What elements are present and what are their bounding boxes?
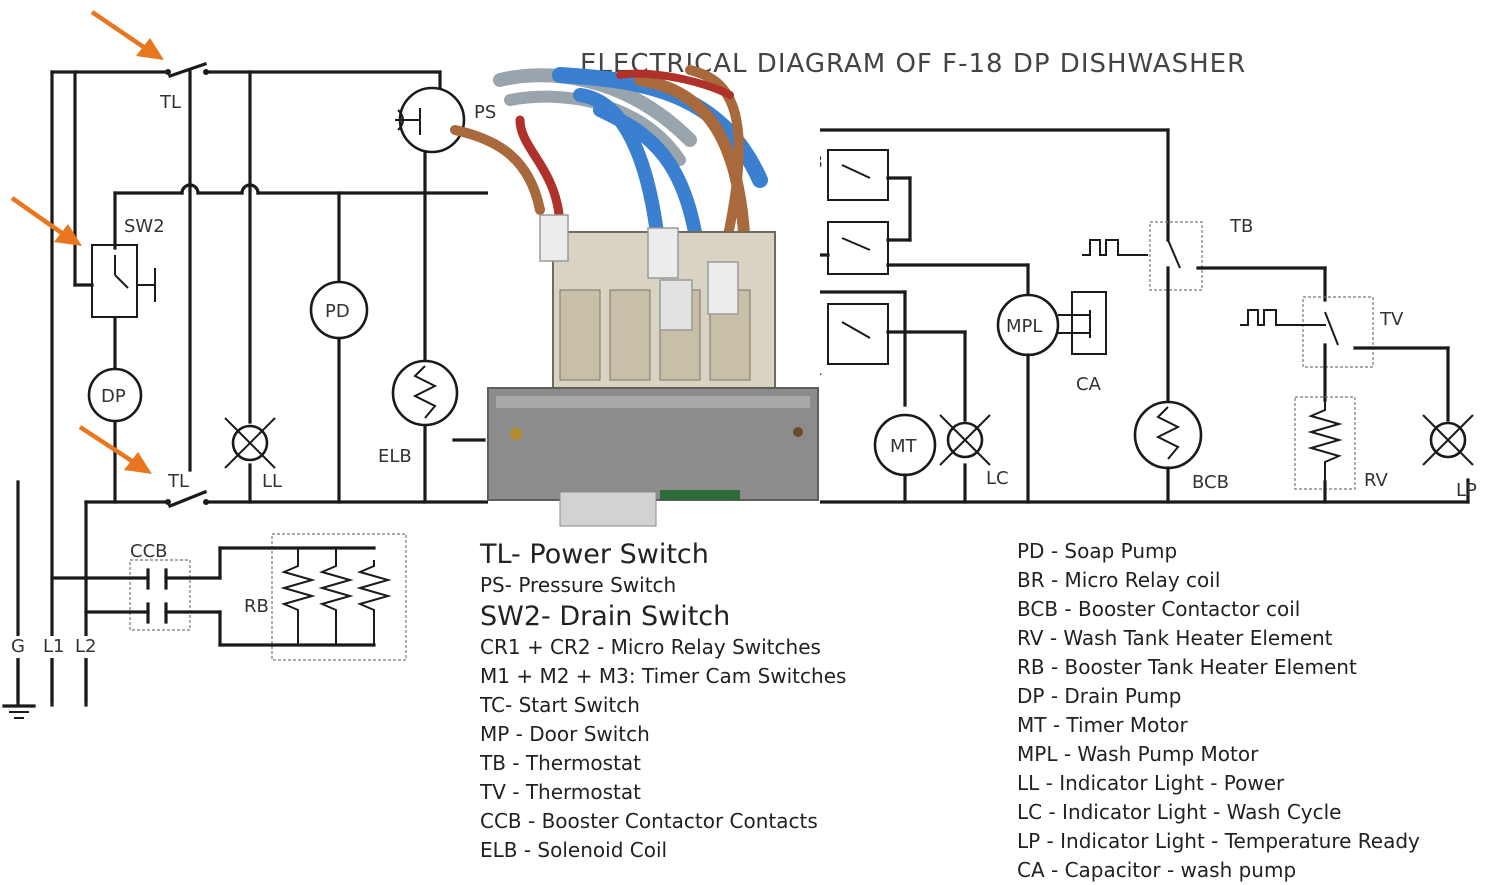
legend-right-item: BR - Micro Relay coil	[1017, 568, 1221, 592]
arrow-sw2	[10, 196, 82, 246]
legend-right-item: BCB - Booster Contactor coil	[1017, 597, 1301, 621]
elb-label: ELB	[378, 446, 412, 467]
tl-top-switch: TL	[159, 61, 209, 113]
ccb-contactor-contacts: CCB	[50, 541, 222, 631]
legend-left-item: ELB - Solenoid Coil	[480, 838, 668, 862]
legend-right-item: PD - Soap Pump	[1017, 539, 1178, 563]
rv-label: RV	[1364, 470, 1389, 491]
mpl-wash-pump-motor: MPL	[996, 293, 1060, 504]
legend-left-item: MP - Door Switch	[480, 722, 650, 746]
tl-bottom-switch: TL	[165, 471, 209, 509]
ca-capacitor: CA	[1058, 291, 1107, 395]
arrow-tl-bottom	[78, 425, 152, 474]
legend-right-item: MT - Timer Motor	[1017, 713, 1188, 737]
ps-pressure-switch: PS	[395, 86, 496, 154]
legend-left-item: TV - Thermostat	[480, 780, 641, 804]
lc-label: LC	[986, 468, 1009, 489]
ps-label: PS	[474, 102, 496, 123]
legend-left-item: TB - Thermostat	[480, 751, 642, 775]
elb-solenoid-coil: ELB	[378, 359, 486, 467]
sw2-label: SW2	[124, 216, 165, 237]
lp-indicator-light: LP	[1422, 414, 1477, 504]
relay-photo	[450, 65, 820, 527]
legend-left-item: M1 + M2 + M3: Timer Cam Switches	[480, 664, 847, 688]
legend-right-item: RB - Booster Tank Heater Element	[1017, 655, 1357, 679]
rv-wash-heater: RV	[1294, 396, 1389, 504]
tv-label: TV	[1379, 309, 1404, 330]
legend-right-item: LL - Indicator Light - Power	[1017, 771, 1285, 795]
dp-drain-pump: DP	[87, 367, 143, 423]
ca-label: CA	[1076, 374, 1102, 395]
mt-label: MT	[890, 436, 918, 457]
bcb-booster-coil: BCB	[1133, 400, 1229, 504]
sw2-drain-switch: SW2	[91, 216, 165, 318]
tl-top-label: TL	[159, 92, 181, 113]
l2-label: L2	[75, 636, 96, 657]
mpl-label: MPL	[1006, 316, 1042, 337]
legend-left-item: PS- Pressure Switch	[480, 573, 677, 597]
rb-label: RB	[244, 596, 269, 617]
tl-bottom-label: TL	[167, 471, 189, 492]
g-label: G	[11, 636, 25, 657]
legend-left-item: CR1 + CR2 - Micro Relay Switches	[480, 635, 821, 659]
lp-label: LP	[1456, 480, 1477, 501]
l1-label: L1	[43, 636, 64, 657]
lc-indicator-light: LC	[939, 414, 1009, 504]
ll-indicator-light: LL	[224, 417, 282, 492]
tb-label: TB	[1229, 216, 1253, 237]
rb-booster-heater: RB	[218, 533, 407, 661]
ccb-label: CCB	[130, 541, 168, 562]
legend-right-item: DP - Drain Pump	[1017, 684, 1182, 708]
legend-left-item: CCB - Booster Contactor Contacts	[480, 809, 818, 833]
legend-left-item: SW2- Drain Switch	[480, 601, 731, 632]
bcb-label: BCB	[1192, 472, 1229, 493]
dp-label: DP	[101, 386, 126, 407]
legend-right-item: LC - Indicator Light - Wash Cycle	[1017, 800, 1342, 824]
pd-soap-pump: PD	[309, 280, 369, 340]
legend-right-item: LP - Indicator Light - Temperature Ready	[1017, 829, 1420, 853]
arrow-tl-top	[90, 10, 164, 60]
mt-timer-motor: MT	[873, 413, 937, 504]
legend-right-item: CA - Capacitor - wash pump	[1017, 858, 1297, 882]
ll-label: LL	[262, 471, 282, 492]
supply-terminals: G L1 L2	[2, 636, 96, 719]
bus-wires	[16, 70, 1470, 702]
annotation-arrows	[10, 10, 164, 474]
tb-thermostat: TB	[1082, 216, 1327, 407]
tv-thermostat: TV	[1240, 296, 1450, 422]
pd-label: PD	[325, 301, 350, 322]
legend-right-item: RV - Wash Tank Heater Element	[1017, 626, 1333, 650]
legend-right-item: MPL - Wash Pump Motor	[1017, 742, 1259, 766]
legend-left-item: TC- Start Switch	[480, 693, 640, 717]
legend-left-item: TL- Power Switch	[480, 539, 709, 570]
